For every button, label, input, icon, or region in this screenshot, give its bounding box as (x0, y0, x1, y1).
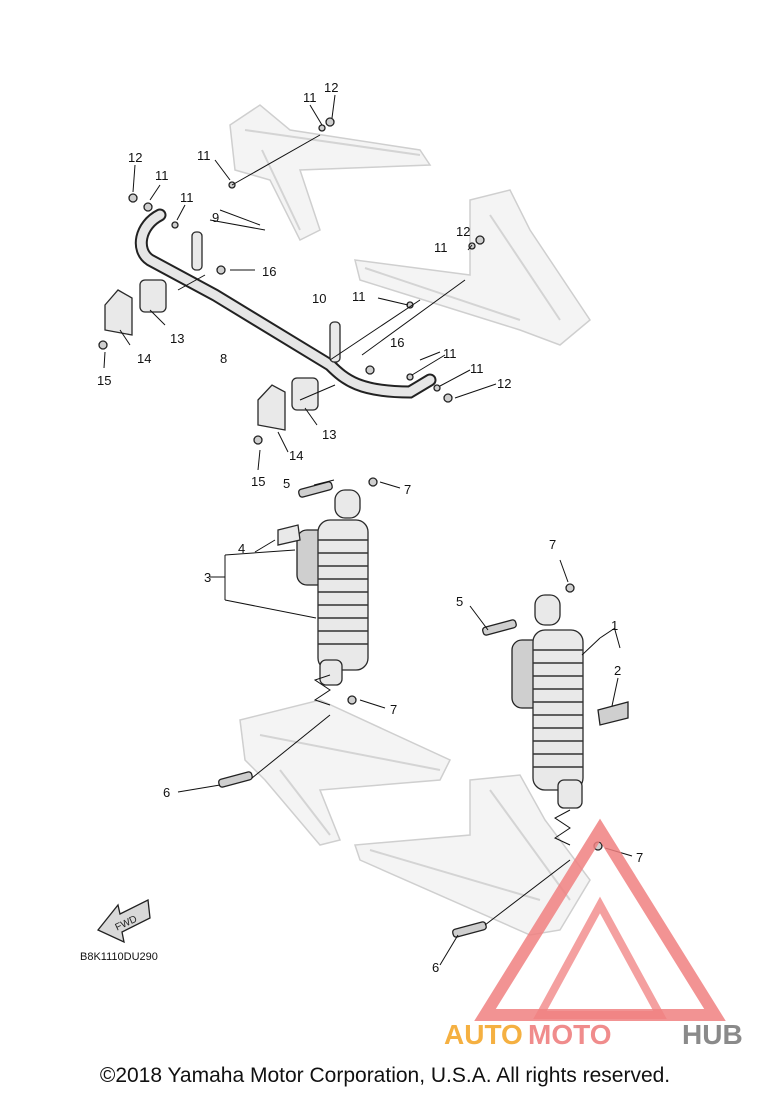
callout-7: 7 (636, 850, 643, 865)
callout-6: 6 (432, 960, 439, 975)
callout-1: 1 (611, 618, 618, 633)
callout-8: 8 (220, 351, 227, 366)
callout-16: 16 (262, 264, 276, 279)
copyright-notice: ©2018 Yamaha Motor Corporation, U.S.A. A… (99, 1064, 671, 1087)
bolt-5-right (482, 619, 517, 636)
upper-arm-ghost-right (354, 189, 591, 346)
label-2 (597, 701, 629, 726)
callout-7: 7 (390, 702, 397, 717)
bushing-13-right (291, 377, 319, 411)
lower-arm-ghost-left (239, 699, 452, 846)
bracket-14-left (104, 289, 133, 336)
callout-13: 13 (170, 331, 184, 346)
automotohub-watermark-logo: AUTO MOTO HUB (444, 818, 743, 1050)
upper-arm-ghost-top (229, 104, 432, 242)
callout-12: 12 (324, 80, 338, 95)
callout-12: 12 (497, 376, 511, 391)
washers-nuts (128, 117, 485, 403)
leader-lines (103, 94, 633, 966)
callout-5: 5 (456, 594, 463, 609)
callout-11: 11 (443, 346, 457, 361)
bolt-6-right (452, 921, 487, 938)
bolt-5-left (298, 481, 333, 498)
callout-2: 2 (614, 663, 621, 678)
callout-9: 9 (212, 210, 219, 225)
callout-11: 11 (180, 190, 194, 205)
callout-11: 11 (352, 289, 366, 304)
callout-4: 4 (238, 541, 245, 556)
link-9 (191, 231, 203, 271)
bushing-13-left (139, 279, 167, 313)
shock-absorber-left (296, 489, 369, 686)
callout-6: 6 (163, 785, 170, 800)
callout-13: 13 (322, 427, 336, 442)
callout-16: 16 (390, 335, 404, 350)
callout-15: 15 (97, 373, 111, 388)
callout-11: 11 (434, 240, 448, 255)
callout-10: 10 (312, 291, 326, 306)
bolt-15-left (98, 340, 108, 350)
watermark-moto: MOTO (528, 1019, 611, 1050)
callout-5: 5 (283, 476, 290, 491)
callout-7: 7 (549, 537, 556, 552)
callout-11: 11 (303, 90, 317, 105)
callout-labels: 12 11 12 11 11 11 9 12 11 16 10 11 13 8 … (97, 80, 643, 975)
shock-absorber-right (511, 594, 584, 809)
bolt-15-right (253, 435, 263, 445)
callout-12: 12 (456, 224, 470, 239)
callout-11: 11 (197, 148, 211, 163)
lower-arm-ghost-right (353, 774, 591, 936)
callout-11: 11 (470, 361, 484, 376)
fwd-arrow-icon: FWD (96, 899, 151, 944)
nut-7 (347, 477, 603, 851)
watermark-auto: AUTO (444, 1019, 523, 1050)
bracket-14-right (257, 384, 286, 431)
diagram-code: B8K1110DU290 (80, 951, 158, 963)
callout-15: 15 (251, 474, 265, 489)
stabilizer-bar (134, 208, 437, 399)
watermark-hub: HUB (682, 1019, 743, 1050)
link-10 (329, 321, 341, 363)
clip-4 (277, 524, 301, 546)
callout-14: 14 (289, 448, 303, 463)
bolt-6-left (218, 771, 253, 788)
callout-7: 7 (404, 482, 411, 497)
callout-11: 11 (155, 168, 169, 183)
callout-3: 3 (204, 570, 211, 585)
callout-14: 14 (137, 351, 151, 366)
callout-12: 12 (128, 150, 142, 165)
